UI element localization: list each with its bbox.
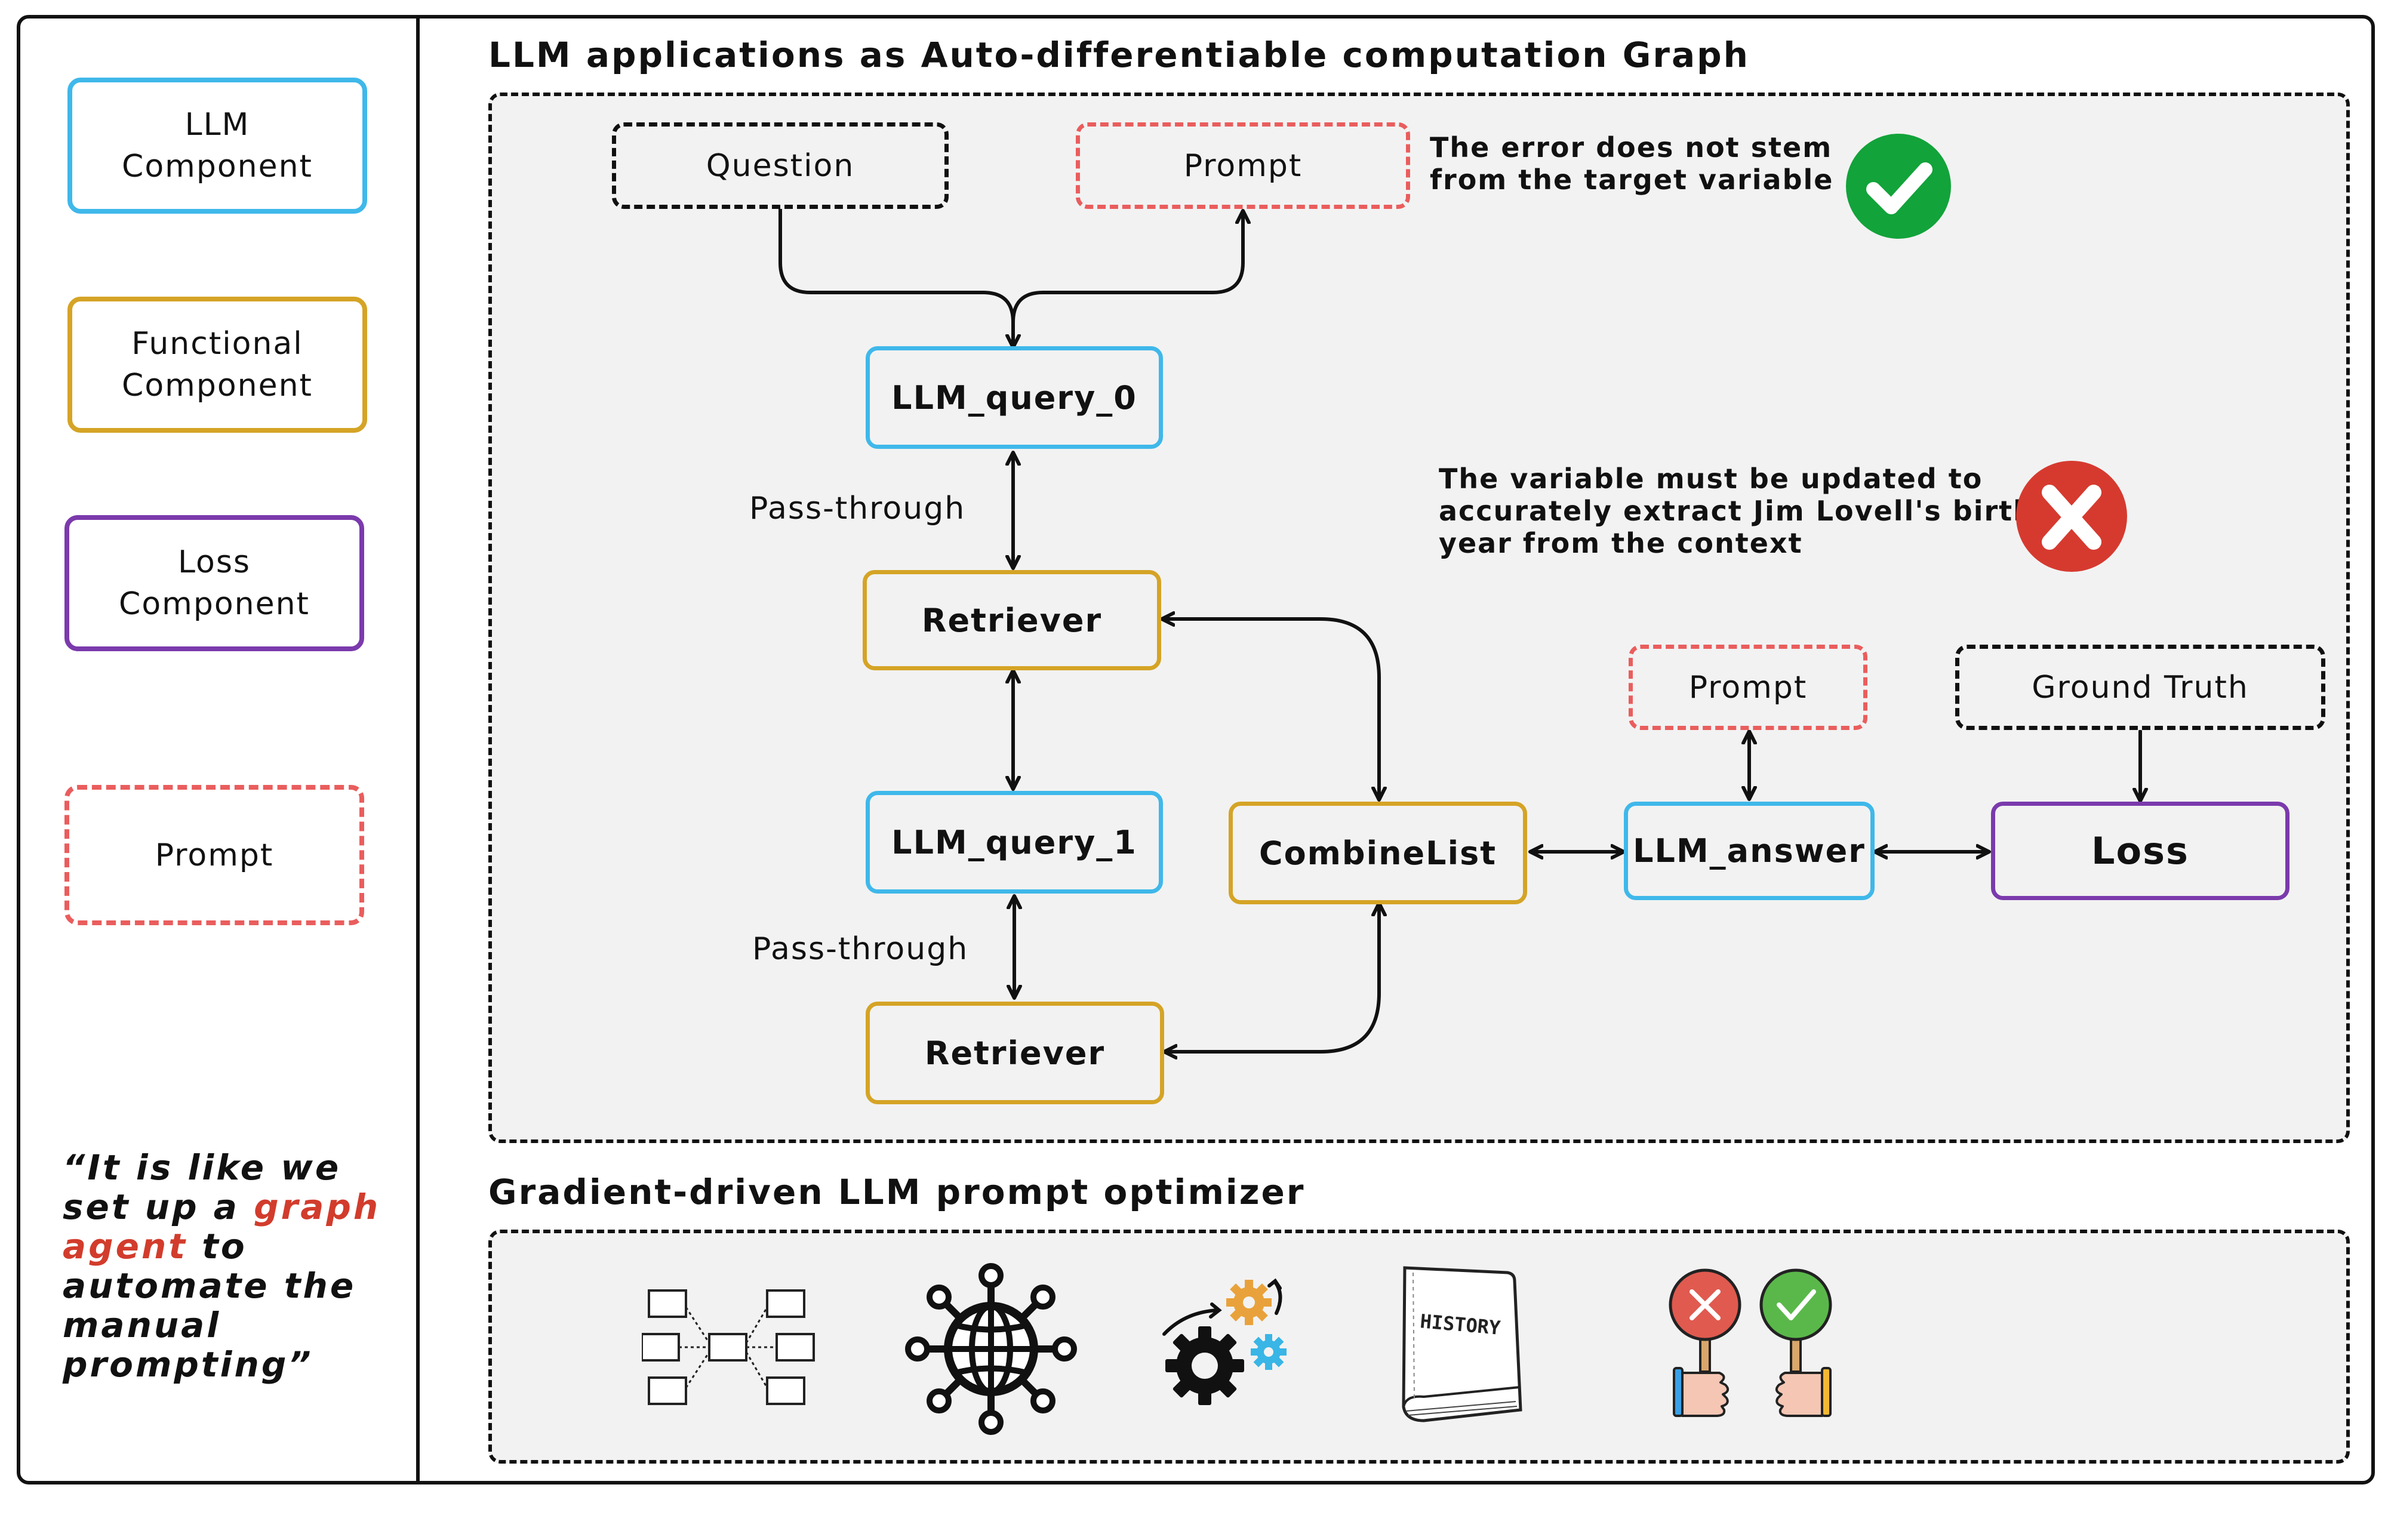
node-llm-answer: LLM_answer: [1624, 802, 1875, 900]
node-loss: Loss: [1991, 802, 2289, 900]
legend-llm-line1: LLM: [184, 107, 250, 143]
legend-prompt: Prompt: [64, 785, 364, 925]
quote-highlight: graph agent: [63, 1187, 381, 1267]
node-ground-truth: Ground Truth: [1955, 645, 2325, 730]
edge-retriever2-combinelist: [1165, 904, 1379, 1052]
note-ok-line1: The error does not stem: [1430, 131, 1833, 164]
node-llm-query-0: LLM_query_0: [866, 346, 1163, 449]
note-fix-line3: year from the context: [1439, 527, 1803, 559]
graph-title: LLM applications as Auto-differentiable …: [488, 35, 1750, 75]
node-retriever-1: Retriever: [863, 570, 1161, 670]
node-prompt-answer: Prompt: [1629, 645, 1867, 730]
node-prompt-top: Prompt: [1076, 122, 1410, 209]
note-ok-line2: from the target variable: [1430, 164, 1834, 196]
quote: “It is like we set up a graph agent to a…: [63, 1148, 403, 1384]
x-circle-icon: [2016, 461, 2127, 572]
legend-functional-line2: Component: [122, 368, 313, 404]
note-ok: The error does not stem from the target …: [1430, 131, 1833, 196]
optimizer-title: Gradient-driven LLM prompt optimizer: [488, 1172, 1306, 1212]
graph-network-icon: [642, 1289, 815, 1405]
legend-functional-line1: Functional: [131, 326, 303, 362]
graph-panel: [488, 93, 2350, 1143]
node-llm-query-1: LLM_query_1: [866, 791, 1163, 894]
note-fix: The variable must be updated to accurate…: [1439, 463, 2034, 559]
note-fix-line2: accurately extract Jim Lovell's birth: [1439, 495, 2034, 527]
legend-loss-line2: Component: [119, 586, 310, 622]
edge-label-pass-through-1: Pass-through: [749, 491, 966, 526]
node-combinelist: CombineList: [1229, 802, 1527, 904]
vertical-divider: [416, 15, 420, 1484]
approve-reject-paddles-icon: [1669, 1268, 1832, 1417]
legend-llm-component: LLM Component: [67, 78, 367, 214]
edge-label-pass-through-2: Pass-through: [752, 931, 969, 967]
gears-icon: [1162, 1278, 1287, 1405]
quote-before: “It is like we set up a: [63, 1147, 341, 1227]
node-question: Question: [612, 122, 949, 209]
note-fix-line1: The variable must be updated to: [1439, 463, 1983, 495]
quote-after: to automate the manual prompting”: [63, 1226, 356, 1385]
outer-frame: [17, 15, 2375, 1484]
history-book-icon: HISTORY: [1402, 1266, 1522, 1422]
legend-loss-line1: Loss: [177, 544, 251, 580]
edge-prompt-to-query0: [1011, 212, 1243, 324]
legend-prompt-label: Prompt: [155, 837, 274, 873]
legend-llm-line2: Component: [122, 149, 313, 184]
node-retriever-2: Retriever: [866, 1002, 1164, 1104]
edge-question-to-query0: [778, 207, 1013, 346]
globe-network-icon: [905, 1263, 1077, 1435]
check-circle-icon: [1846, 134, 1951, 239]
edge-retriever1-combinelist: [1163, 619, 1379, 799]
